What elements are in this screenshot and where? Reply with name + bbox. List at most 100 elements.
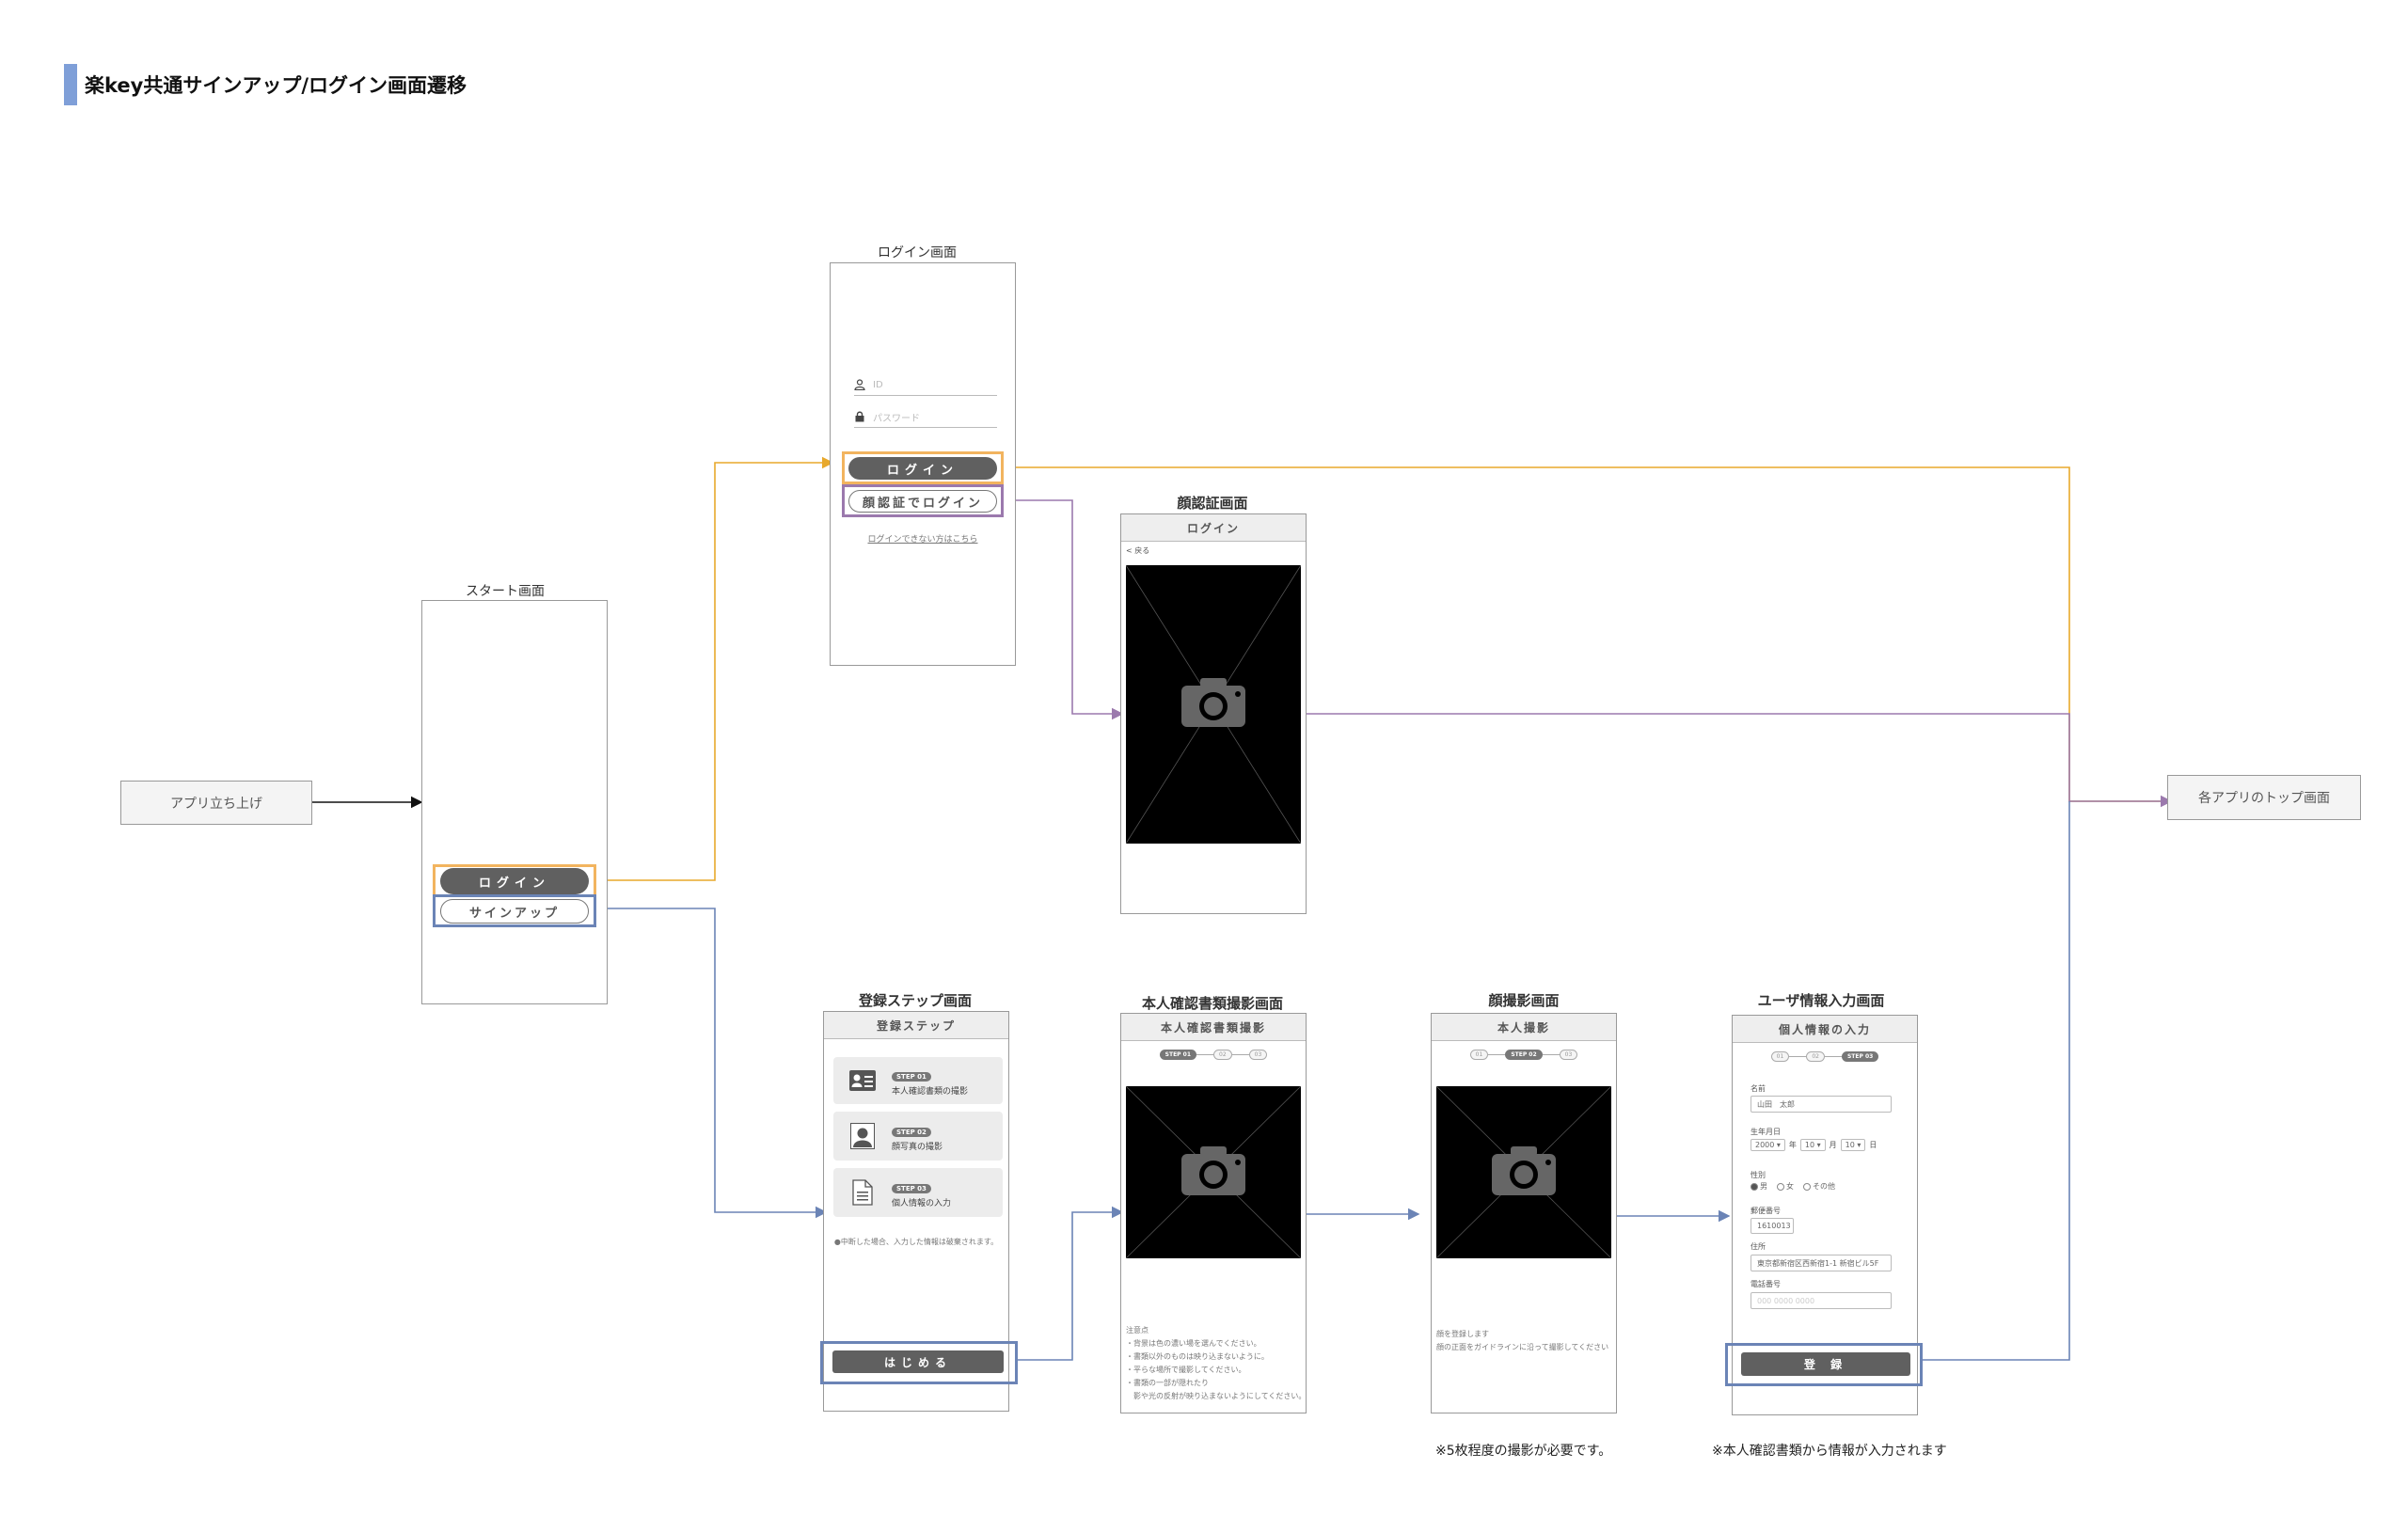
progress-step: STEP 02 xyxy=(1505,1050,1543,1060)
dob-label: 生年月日 xyxy=(1751,1128,1781,1136)
note-line: 顔を登録します xyxy=(1436,1330,1489,1338)
progress-step: 01 xyxy=(1770,1051,1790,1062)
start-signup-button[interactable]: サインアップ xyxy=(440,899,589,924)
step-badge: STEP 03 xyxy=(892,1184,931,1193)
forgot-login-link[interactable]: ログインできない方はこちら xyxy=(867,535,978,545)
document-title-text: 楽key共通サインアップ/ログイン画面遷移 xyxy=(85,74,467,97)
address-input[interactable]: 東京都新宿区西新宿1-1 新宿ビル5F xyxy=(1751,1255,1892,1271)
connector-register-top xyxy=(1923,801,2070,1361)
note-line: ・平らな場所で撮影してください。 xyxy=(1126,1366,1246,1374)
user-info-screen-frame xyxy=(1732,1015,1918,1415)
id-doc-notes: 注意点 ・背景は色の濃い場を選んでください。 ・書類以外のものは映り込まないよう… xyxy=(1126,1324,1306,1403)
password-placeholder: パスワード xyxy=(873,413,920,424)
connector-reg-iddoc xyxy=(1016,1206,1124,1361)
step-label: 本人確認書類の撮影 xyxy=(892,1087,969,1097)
reg-step-card-2: STEP 02 顔写真の撮影 xyxy=(833,1112,1003,1161)
step-label: 個人情報の入力 xyxy=(892,1199,952,1208)
start-login-highlight xyxy=(433,864,596,897)
id-doc-progress: STEP 01 02 03 xyxy=(1120,1050,1307,1060)
note-line: ・背景は色の濃い場を選んでください。 xyxy=(1126,1339,1261,1348)
id-placeholder: ID xyxy=(873,379,883,390)
reg-start-button[interactable]: はじめる xyxy=(832,1350,1004,1373)
document-title: 楽key共通サインアップ/ログイン画面遷移 xyxy=(64,64,467,105)
gender-male-radio[interactable]: 男 xyxy=(1751,1181,1767,1192)
progress-step: STEP 01 xyxy=(1159,1050,1197,1060)
id-doc-header: 本人確認書類撮影 xyxy=(1121,1014,1306,1041)
dob-year-select[interactable]: 2000 ▾ xyxy=(1751,1139,1785,1151)
login-button[interactable]: ログイン xyxy=(848,457,997,480)
id-card-icon xyxy=(848,1066,877,1095)
progress-step: 01 xyxy=(1469,1050,1489,1060)
phone-input[interactable]: 000 0000 0000 xyxy=(1751,1292,1892,1309)
face-auth-back-link[interactable]: < 戻る xyxy=(1126,546,1150,555)
face-auth-header: ログイン xyxy=(1121,514,1306,542)
user-icon xyxy=(854,379,865,390)
top-screen-node: 各アプリのトップ画面 xyxy=(2167,775,2361,820)
start-screen-title: スタート画面 xyxy=(466,584,545,599)
phone-label: 電話番号 xyxy=(1751,1280,1781,1288)
reg-steps-header: 登録ステップ xyxy=(824,1012,1008,1039)
face-auth-camera-view xyxy=(1126,565,1301,844)
progress-step: 02 xyxy=(1213,1050,1232,1060)
reg-steps-note: ●中断した場合、入力した情報は破棄されます。 xyxy=(833,1238,999,1246)
password-field[interactable]: パスワード xyxy=(854,406,997,428)
dob-selects: 2000 ▾年 10 ▾月 10 ▾日 xyxy=(1751,1139,1877,1151)
address-label: 住所 xyxy=(1751,1242,1766,1251)
connector-start-login xyxy=(594,456,834,881)
step-badge: STEP 01 xyxy=(892,1072,931,1082)
dob-day-select[interactable]: 10 ▾ xyxy=(1840,1139,1866,1151)
connector-facelogin-faceauth xyxy=(1003,499,1124,720)
progress-step: 02 xyxy=(1806,1051,1825,1062)
login-screen-title: ログイン画面 xyxy=(878,245,957,261)
note-line: 注意点 xyxy=(1126,1326,1149,1334)
app-launch-node: アプリ立ち上げ xyxy=(120,781,312,825)
progress-step: 03 xyxy=(1559,1050,1578,1060)
id-field[interactable]: ID xyxy=(854,374,997,396)
user-info-header: 個人情報の入力 xyxy=(1733,1016,1917,1043)
step-label: 顔写真の撮影 xyxy=(892,1143,943,1152)
note-line: 影や光の反射が映り込まないようにしてください。 xyxy=(1126,1392,1307,1400)
id-doc-camera-view xyxy=(1126,1086,1301,1258)
person-photo-icon xyxy=(848,1122,877,1150)
face-photo-screen-title: 顔撮影画面 xyxy=(1488,992,1560,1009)
face-auth-screen-title: 顔認証画面 xyxy=(1177,495,1248,512)
gender-female-radio[interactable]: 女 xyxy=(1777,1181,1794,1192)
zip-input[interactable]: 1610013 xyxy=(1751,1218,1794,1234)
title-accent-bar xyxy=(64,64,77,105)
user-info-screen-title: ユーザ情報入力画面 xyxy=(1757,992,1885,1009)
zip-label: 郵便番号 xyxy=(1751,1207,1781,1215)
dob-year-unit: 年 xyxy=(1788,1141,1797,1149)
face-login-highlight xyxy=(842,484,1004,517)
camera-icon xyxy=(1181,678,1245,727)
name-label: 名前 xyxy=(1751,1084,1766,1093)
camera-icon xyxy=(1181,1146,1245,1195)
start-screen-frame xyxy=(421,600,608,1004)
face-login-button[interactable]: 顔認証でログイン xyxy=(848,490,997,513)
gender-radios: 男 女 その他 xyxy=(1751,1181,1835,1192)
face-photo-camera-view xyxy=(1436,1086,1611,1258)
progress-step: STEP 03 xyxy=(1841,1051,1879,1062)
step-badge: STEP 02 xyxy=(892,1128,931,1137)
user-info-footnote: ※本人確認書類から情報が入力されます xyxy=(1712,1444,1947,1459)
gender-other-radio[interactable]: その他 xyxy=(1803,1181,1835,1192)
start-signup-highlight xyxy=(433,894,596,927)
dob-month-unit: 月 xyxy=(1829,1141,1837,1149)
start-login-button[interactable]: ログイン xyxy=(440,868,589,894)
id-doc-screen-title: 本人確認書類撮影画面 xyxy=(1141,995,1284,1012)
note-line: ・書類の一部が隠れたり xyxy=(1126,1379,1209,1387)
user-info-progress: 01 02 STEP 03 xyxy=(1732,1051,1918,1062)
login-button-highlight xyxy=(842,451,1004,484)
progress-step: 03 xyxy=(1248,1050,1268,1060)
dob-month-select[interactable]: 10 ▾ xyxy=(1799,1139,1826,1151)
note-line: 顔の正面をガイドラインに沿って撮影してください xyxy=(1436,1343,1609,1351)
register-highlight xyxy=(1725,1343,1923,1386)
connector-start-signup xyxy=(594,908,828,1219)
lock-icon xyxy=(855,411,864,422)
gender-label: 性別 xyxy=(1751,1171,1766,1179)
reg-start-highlight xyxy=(820,1341,1018,1384)
register-button[interactable]: 登 録 xyxy=(1741,1352,1910,1376)
reg-step-card-1: STEP 01 本人確認書類の撮影 xyxy=(833,1057,1003,1104)
name-input[interactable]: 山田 太郎 xyxy=(1751,1096,1892,1113)
connector-faceauth-top xyxy=(1306,713,2173,808)
